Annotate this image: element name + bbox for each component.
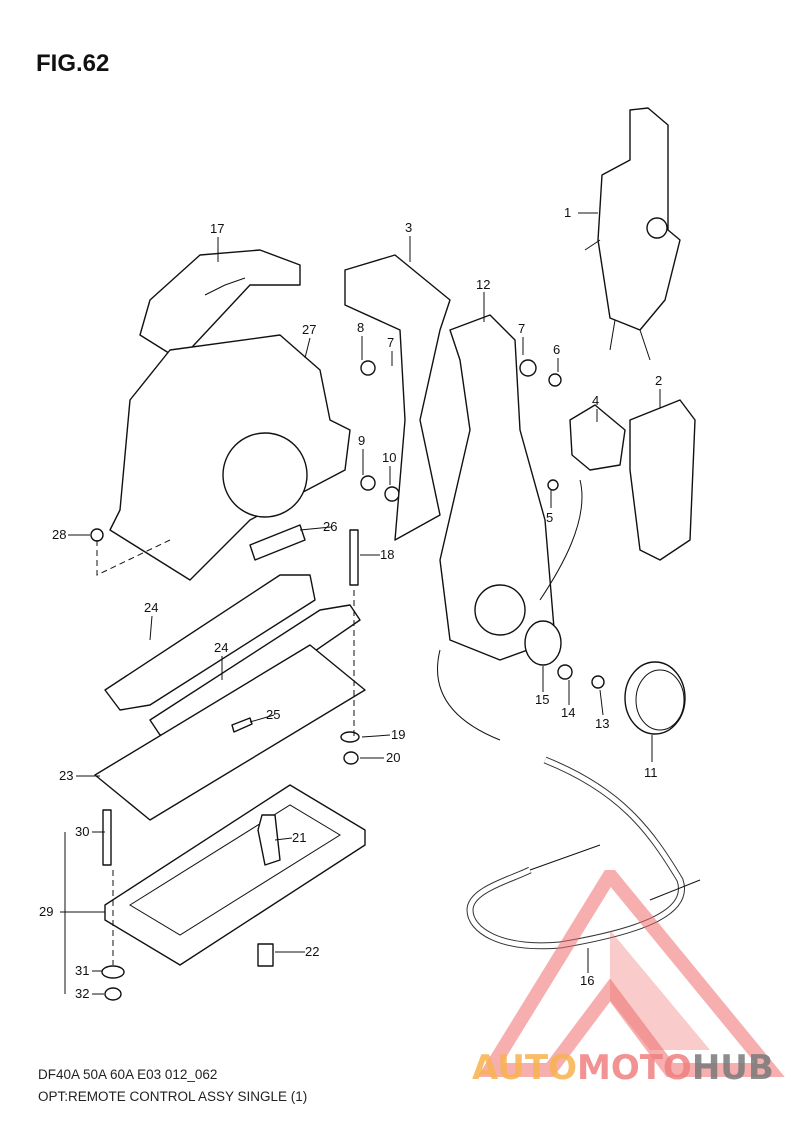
- callout-25: 25: [266, 707, 280, 722]
- callout-2: 2: [655, 373, 662, 388]
- callout-3: 3: [405, 220, 412, 235]
- callout-28: 28: [52, 527, 66, 542]
- callout-7: 7: [387, 335, 394, 350]
- part-brackets: [104, 574, 361, 736]
- leader-lines: [60, 212, 661, 995]
- callout-11: 11: [644, 765, 658, 780]
- callout-16: 16: [580, 973, 594, 988]
- part-22: [257, 943, 274, 967]
- callout-8: 8: [357, 320, 364, 335]
- part-gasket: [94, 644, 366, 821]
- callout-6: 6: [553, 342, 560, 357]
- callout-12: 12: [476, 277, 490, 292]
- callout-14: 14: [561, 705, 575, 720]
- watermark-triangle-logo: [477, 870, 785, 1077]
- watermark-auto: AUTO: [472, 1048, 577, 1088]
- callout-31: 31: [75, 963, 89, 978]
- callout-18: 18: [380, 547, 394, 562]
- part-26-plate: [249, 524, 306, 561]
- part-21: [257, 814, 281, 866]
- callout-22: 22: [305, 944, 319, 959]
- part-lever-arm: [344, 254, 451, 541]
- part-cap: [624, 661, 686, 735]
- part-grip: [629, 399, 696, 561]
- callout-labels: 1 2 3 4 5 6 7 7 8 9 10 11 12 13 14 15 16…: [39, 205, 662, 1001]
- assembly-name: OPT:REMOTE CONTROL ASSY SINGLE (1): [38, 1089, 308, 1104]
- callout-4: 4: [592, 393, 599, 408]
- callout-24: 24: [144, 600, 158, 615]
- callout-9: 9: [358, 433, 365, 448]
- callout-26: 26: [323, 519, 337, 534]
- callout-23: 23: [59, 768, 73, 783]
- callout-15: 15: [535, 692, 549, 707]
- part-cover-top: [139, 249, 301, 361]
- callout-1: 1: [564, 205, 571, 220]
- part-housing: [109, 334, 351, 581]
- callout-13: 13: [595, 716, 609, 731]
- callout-20: 20: [386, 750, 400, 765]
- callout-30: 30: [75, 824, 89, 839]
- callout-21: 21: [292, 830, 306, 845]
- part-plate: [524, 620, 562, 666]
- callout-27: 27: [302, 322, 316, 337]
- callout-32: 32: [75, 986, 89, 1001]
- part-switch: [569, 404, 626, 471]
- callout-29: 29: [39, 904, 53, 919]
- watermark-moto: MOTO: [576, 1048, 692, 1088]
- callout-17: 17: [210, 221, 224, 236]
- callout-10: 10: [382, 450, 396, 465]
- callout-19: 19: [391, 727, 405, 742]
- model-code: DF40A 50A 60A E03 012_062: [38, 1067, 218, 1082]
- figure-title: FIG.62: [36, 50, 110, 77]
- callout-7: 7: [518, 321, 525, 336]
- part-control-lever: [439, 314, 556, 661]
- watermark-hub: HUB: [691, 1048, 774, 1088]
- part-remote-control-unit: [584, 107, 681, 361]
- callout-24: 24: [214, 640, 228, 655]
- part-base: [104, 784, 366, 966]
- hardware: [90, 359, 605, 1001]
- watermark-logo-text: AUTOMOTOHUB: [472, 1048, 774, 1088]
- callout-5: 5: [546, 510, 553, 525]
- figure-caption: DF40A 50A 60A E03 012_062 OPT:REMOTE CON…: [38, 1064, 307, 1108]
